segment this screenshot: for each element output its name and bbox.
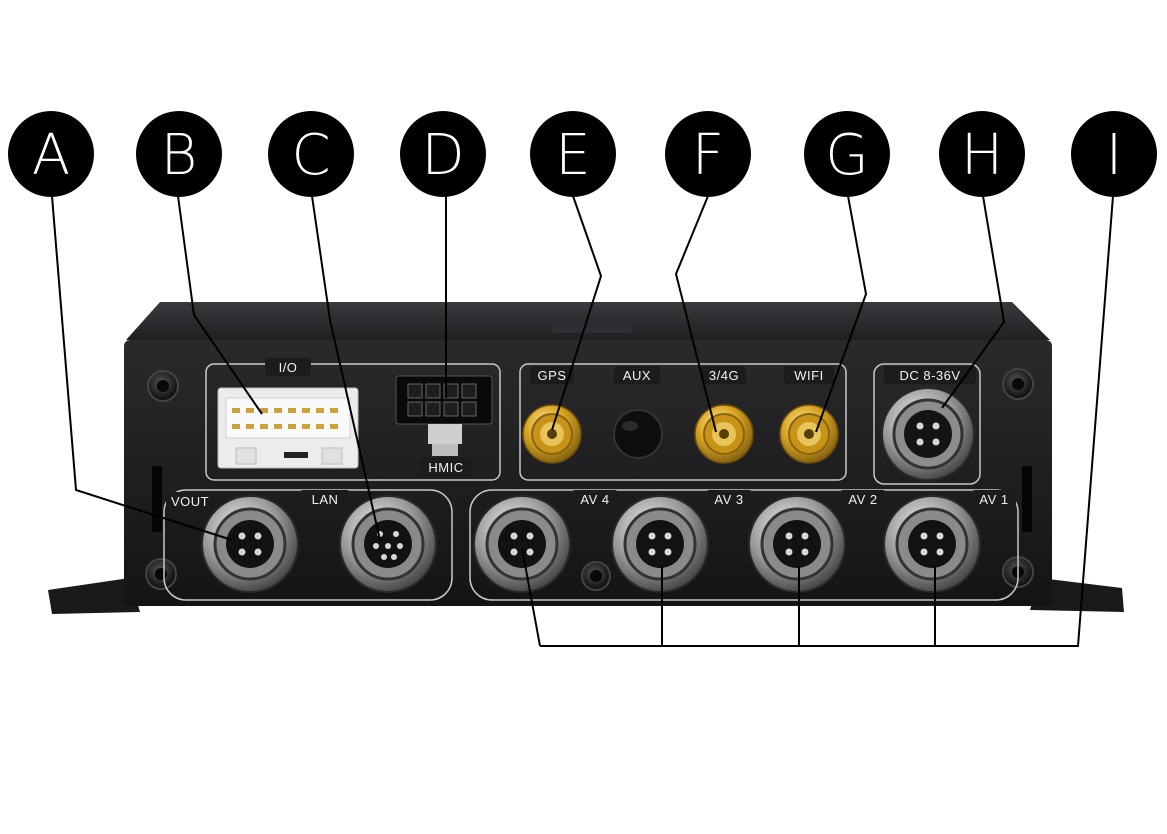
- wifi-sma-connector: [779, 404, 839, 464]
- cell-sma-connector: [694, 404, 754, 464]
- dc-power-connector: [881, 387, 975, 481]
- callout-f-letter: F: [692, 123, 724, 188]
- av4-label-tag: AV 4: [572, 490, 618, 508]
- callout-d-letter: D: [421, 123, 464, 188]
- callout-h: H: [939, 111, 1025, 197]
- hmic-label: HMIC: [428, 460, 463, 475]
- dc-label: DC 8-36V: [899, 368, 960, 383]
- io-label-tag: I/O: [265, 358, 311, 376]
- hmic-connector: [395, 375, 493, 456]
- io-panel-outline: [205, 363, 501, 481]
- callout-g-letter: G: [825, 123, 868, 188]
- mounting-foot-right: [1030, 578, 1124, 612]
- cell-label-tag: 3/4G: [702, 366, 746, 384]
- av3-label: AV 3: [714, 492, 743, 507]
- side-slot-right: [1022, 466, 1032, 532]
- aux-port: [613, 409, 663, 459]
- callout-circles: A B C D E F G H: [8, 111, 1157, 197]
- dc-panel-outline: [873, 363, 981, 485]
- cell-label: 3/4G: [709, 368, 739, 383]
- io-connector: [217, 387, 359, 469]
- leader-lines: [51, 195, 1114, 647]
- vout-label-tag: VOUT: [166, 492, 214, 510]
- mounting-foot-left: [48, 578, 140, 614]
- lan-label: LAN: [312, 492, 339, 507]
- av2-connector: [748, 495, 846, 593]
- callout-a: A: [8, 111, 94, 197]
- leader-line-i-av4: [521, 547, 541, 647]
- av4-label: AV 4: [580, 492, 609, 507]
- screw-bottom-middle: [581, 561, 611, 591]
- leader-line-b: [177, 195, 263, 415]
- top-vent-strip: [552, 321, 632, 333]
- leader-line-f: [674, 195, 717, 433]
- leader-line-i: [540, 195, 1114, 647]
- callout-g: G: [804, 111, 890, 197]
- hmic-label-tag: HMIC: [421, 458, 471, 476]
- screw-bottom-left: [145, 558, 177, 590]
- vout-label: VOUT: [171, 494, 209, 509]
- callout-i: I: [1071, 111, 1157, 197]
- av1-label-tag: AV 1: [972, 490, 1016, 508]
- av4-connector: [473, 495, 571, 593]
- screw-top-right: [1002, 368, 1034, 400]
- screw-top-left: [147, 370, 179, 402]
- leader-line-e: [551, 195, 603, 431]
- device-body: I/O HMIC GPS AUX 3/4G: [48, 302, 1124, 614]
- gps-label-tag: GPS: [530, 366, 574, 384]
- lan-connector: [339, 495, 437, 593]
- callout-d: D: [400, 111, 486, 197]
- gps-sma-connector: [522, 404, 582, 464]
- callout-b: B: [136, 111, 222, 197]
- callout-c: C: [268, 111, 354, 197]
- callout-a-letter: A: [32, 123, 70, 188]
- callout-e: E: [530, 111, 616, 197]
- av2-label-tag: AV 2: [840, 490, 886, 508]
- leader-line-h: [941, 195, 1006, 409]
- av2-label: AV 2: [848, 492, 877, 507]
- callout-f: F: [665, 111, 751, 197]
- callout-e-letter: E: [555, 123, 590, 188]
- aux-label: AUX: [623, 368, 651, 383]
- leader-line-a: [51, 195, 233, 541]
- leader-line-c: [311, 195, 381, 541]
- antenna-panel-outline: [519, 363, 847, 481]
- callout-b-letter: B: [161, 123, 198, 188]
- dc-label-tag: DC 8-36V: [884, 366, 976, 384]
- leader-line-g: [815, 195, 868, 433]
- av3-connector: [611, 495, 709, 593]
- io-label: I/O: [279, 360, 298, 375]
- side-slot-left: [152, 466, 162, 532]
- callout-i-letter: I: [1106, 123, 1123, 188]
- gps-label: GPS: [538, 368, 567, 383]
- av3-label-tag: AV 3: [706, 490, 752, 508]
- lan-label-tag: LAN: [300, 490, 350, 508]
- wifi-label: WIFI: [794, 368, 823, 383]
- av1-label: AV 1: [979, 492, 1008, 507]
- aux-label-tag: AUX: [614, 366, 660, 384]
- vout-connector: [201, 495, 299, 593]
- av1-connector: [883, 495, 981, 593]
- wifi-label-tag: WIFI: [784, 366, 834, 384]
- callout-c-letter: C: [291, 123, 330, 188]
- callout-h-letter: H: [961, 123, 1003, 188]
